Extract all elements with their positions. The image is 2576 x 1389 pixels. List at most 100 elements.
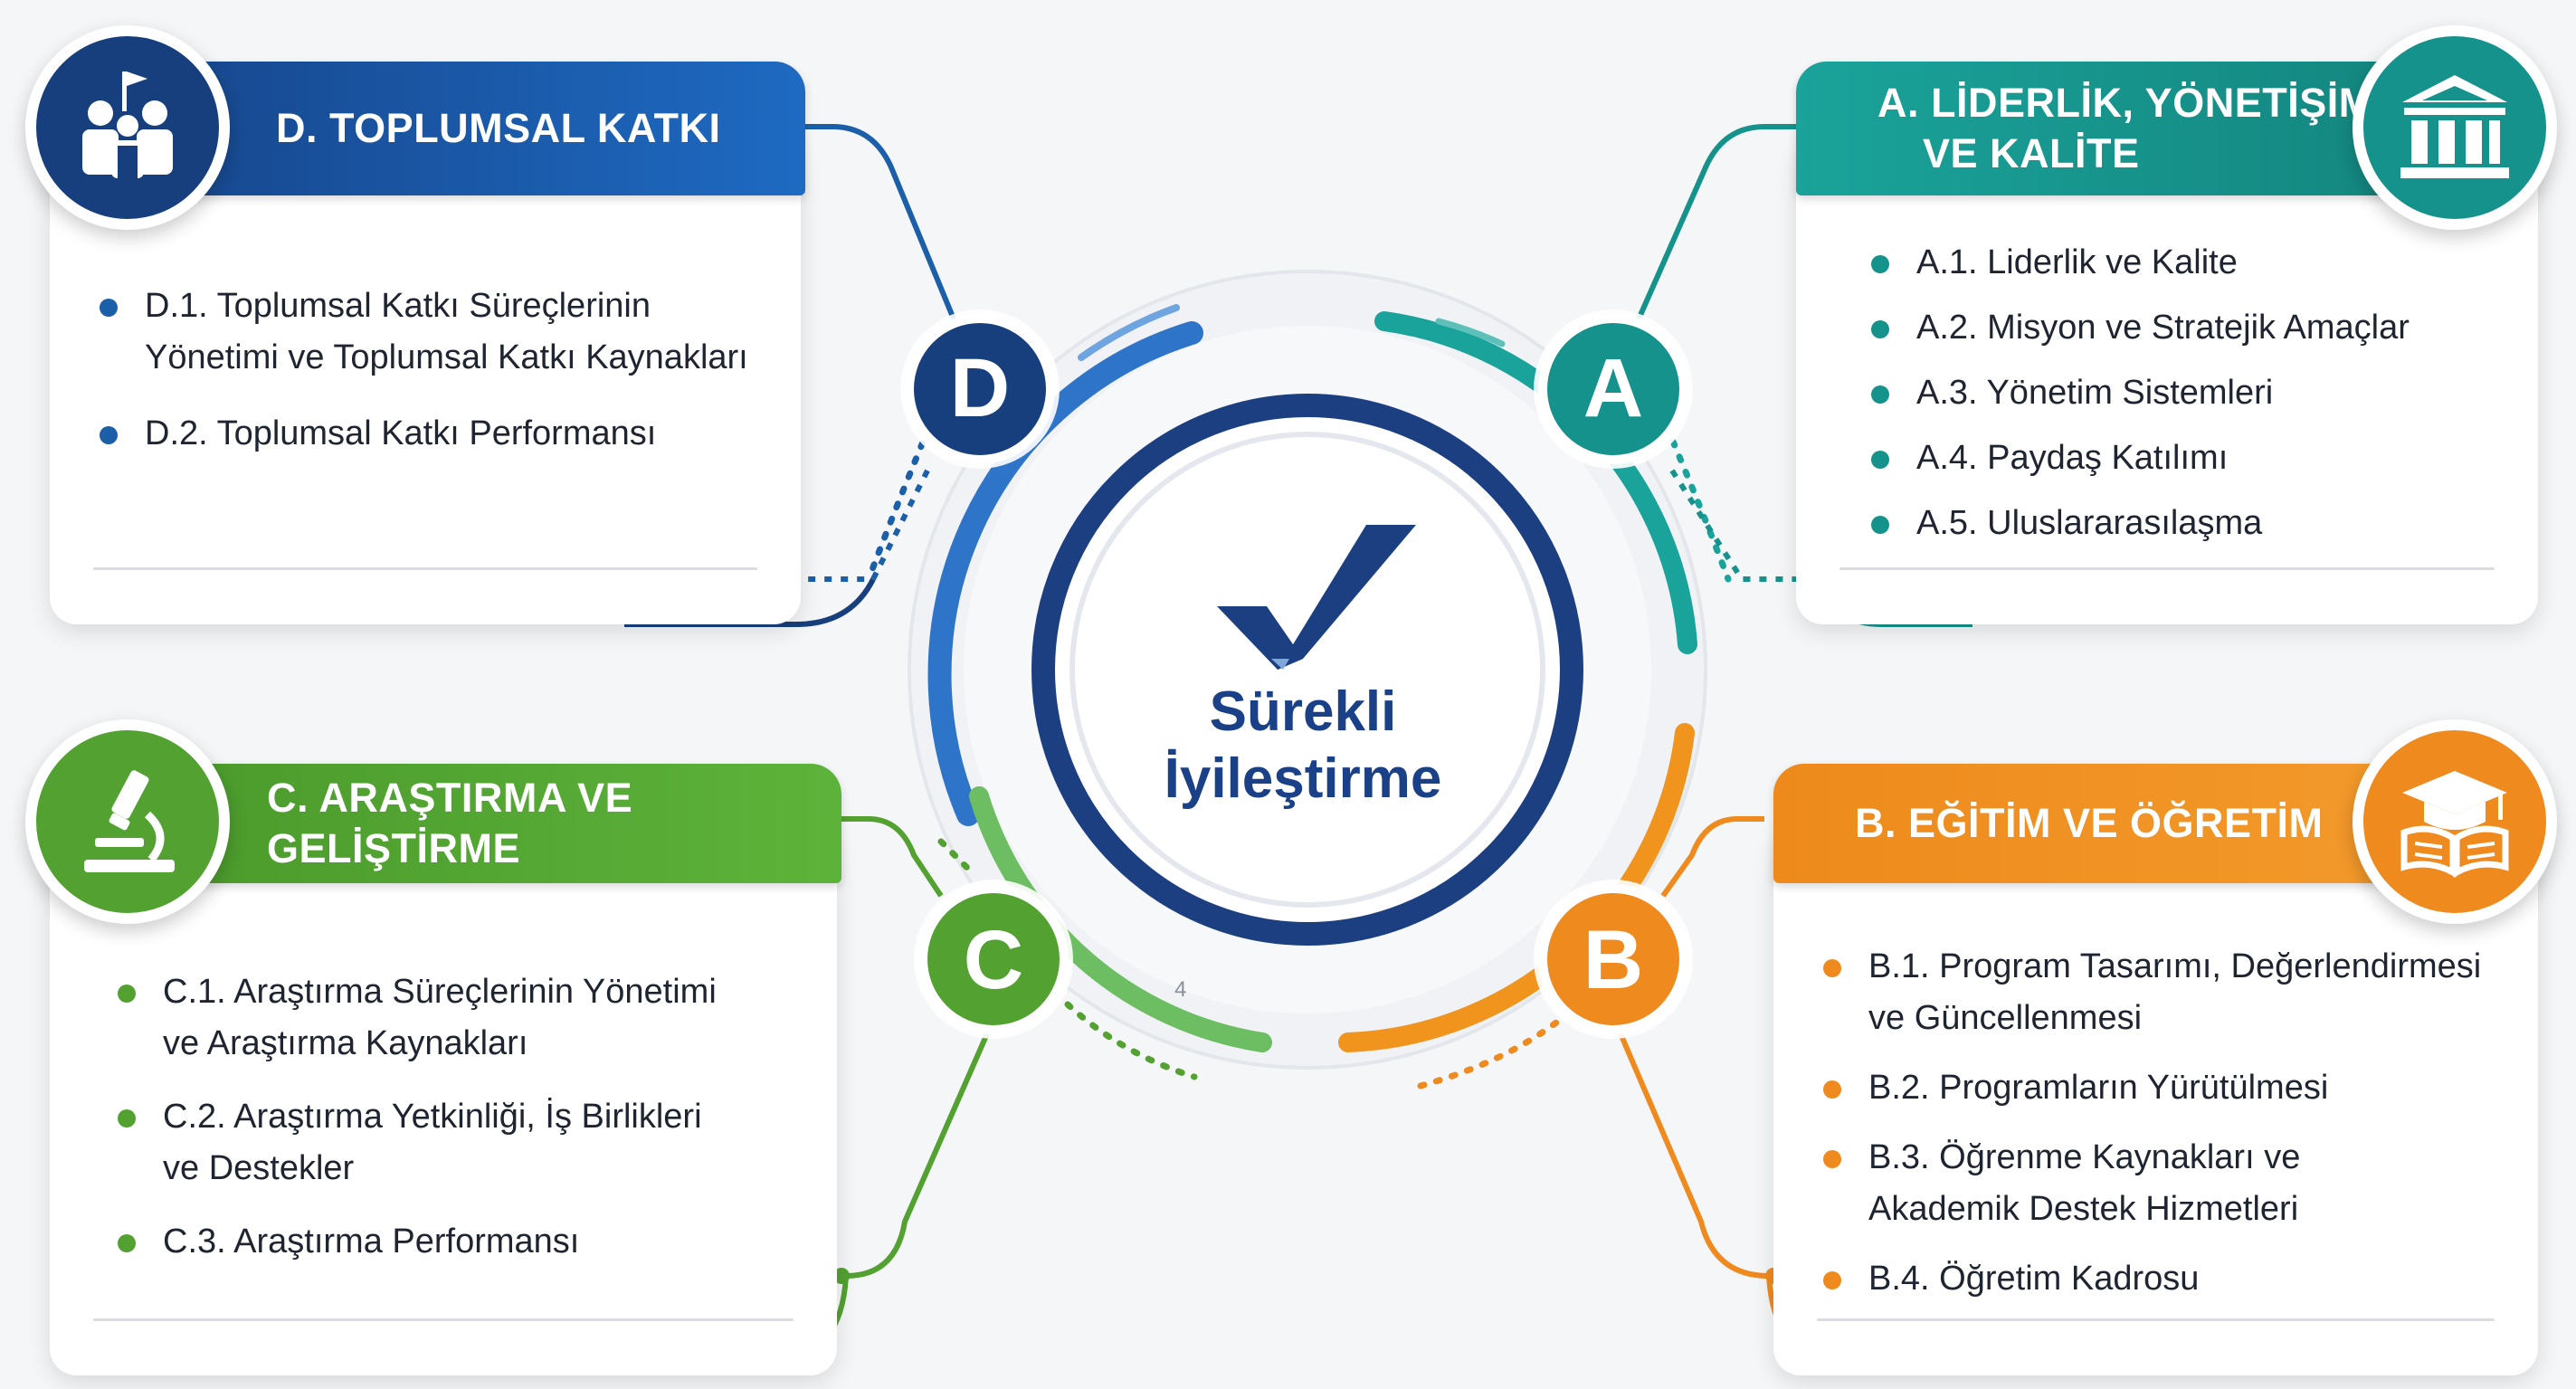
card-c-divider (93, 1318, 794, 1321)
bullet-icon (118, 985, 136, 1003)
item-text-line2: ve Araştırma Kaynakları (163, 1024, 528, 1062)
card-d-divider (93, 567, 757, 570)
item-text-line1: C.1. Araştırma Süreçlerinin Yönetimi (163, 973, 717, 1011)
item-text-line2: Yönetimi ve Toplumsal Katkı Kaynakları (145, 338, 748, 376)
connector-d-bottom (792, 469, 930, 582)
list-item: A.5. Uluslararasılaşma (1871, 498, 2505, 549)
item-text-line2: Akademik Destek Hizmetleri (1868, 1190, 2299, 1228)
letter-a: A (1583, 342, 1643, 434)
arc-a-thin (1435, 318, 1506, 347)
list-item: B.4. Öğretim Kadrosu (1823, 1253, 2538, 1305)
center-title-line1: Sürekli (1209, 680, 1397, 743)
microscope-icon (84, 770, 175, 872)
item-text-line1: A.2. Misyon ve Stratejik Amaçlar (1916, 309, 2410, 347)
connector-a-top (1635, 124, 1819, 323)
banner-d: D. TOPLUMSAL KATKI (154, 62, 805, 195)
item-text-line1: A.4. Paydaş Katılımı (1916, 439, 2229, 477)
arc-d-blue (927, 321, 1203, 826)
card-a-divider (1839, 567, 2495, 570)
center-title: Sürekli İyileştirme (1122, 679, 1484, 813)
item-text-line1: C.2. Araştırma Yetkinliği, İş Birlikleri (163, 1098, 702, 1136)
icon-badge-a (2353, 25, 2557, 230)
center-title-line2: İyileştirme (1164, 747, 1442, 810)
bullet-icon (1823, 1150, 1841, 1168)
card-b-divider (1817, 1318, 2495, 1321)
connector-b-top (1660, 816, 1764, 898)
letter-circle-c (914, 880, 1073, 1039)
item-text-line1: A.5. Uluslararasılaşma (1916, 504, 2263, 542)
item-text-line1: B.4. Öğretim Kadrosu (1868, 1260, 2200, 1298)
item-text-line1: A.1. Liderlik ve Kalite (1916, 243, 2238, 281)
icon-badge-b (2353, 719, 2557, 924)
list-item: A.4. Paydaş Katılımı (1871, 433, 2505, 484)
letter-c: C (964, 914, 1023, 1006)
bullet-icon (100, 426, 118, 444)
list-item: B.3. Öğrenme Kaynakları ve Akademik Deste… (1823, 1132, 2538, 1235)
card-b-egitim (1773, 823, 2538, 1375)
bullet-icon (1823, 959, 1841, 977)
node-c (833, 1268, 850, 1284)
banner-b: B. EĞİTİM VE ÖĞRETİM (1773, 764, 2443, 883)
banner-d-title: D. TOPLUMSAL KATKI (276, 105, 721, 151)
letter-circle-d (900, 309, 1060, 469)
list-item: C.3. Araştırma Performansı (118, 1216, 823, 1268)
item-text-line2: ve Güncellenmesi (1868, 999, 2143, 1037)
icon-badge-c (25, 719, 230, 924)
letter-d: D (950, 342, 1010, 434)
item-text-line1: B.2. Programların Yürütülmesi (1868, 1069, 2329, 1107)
connector-c-bottom (841, 1030, 991, 1279)
banner-c-title: C. ARAŞTIRMA VE GELİŞTİRME (267, 775, 633, 871)
icon-badge-d (25, 25, 230, 230)
item-text-line1: D.1. Toplumsal Katkı Süreçlerinin (145, 287, 651, 325)
connector-c-top (841, 816, 944, 898)
institution-building-icon (2400, 75, 2509, 178)
connector-b-bottom (1617, 1030, 1773, 1279)
page-number: 4 (1174, 977, 1187, 1002)
item-text-line1: A.3. Yönetim Sistemleri (1916, 374, 2274, 412)
community-people-flag-icon (82, 71, 173, 178)
center-inner-shadow (1069, 432, 1545, 908)
bullet-icon (118, 1234, 136, 1252)
list-item: A.3. Yönetim Sistemleri (1871, 367, 2505, 419)
list-item: A.2. Misyon ve Stratejik Amaçlar (1871, 302, 2505, 354)
dots-c2 (937, 838, 976, 877)
item-text-line1: C.3. Araştırma Performansı (163, 1223, 580, 1261)
list-item: B.2. Programların Yürütülmesi (1823, 1062, 2538, 1114)
bullet-icon (1871, 320, 1889, 338)
checkmark-logo-icon (1217, 525, 1416, 670)
bullet-icon (1823, 1080, 1841, 1099)
bullet-icon (100, 299, 118, 317)
dots-c (1064, 1001, 1198, 1080)
dots-b (1417, 1019, 1560, 1089)
banner-a-title-line1: A. LİDERLİK, YÖNETİŞİM (1877, 80, 2373, 126)
banner-b-title: B. EĞİTİM VE ÖĞRETİM (1855, 800, 2324, 846)
arc-d-thin (1078, 304, 1180, 361)
banner-c: C. ARAŞTIRMA VE GELİŞTİRME (154, 764, 841, 883)
list-c: C.1. Araştırma Süreçlerinin Yönetimi ve A… (118, 966, 823, 1289)
list-a: A.1. Liderlik ve Kalite A.2. Misyon ve S… (1871, 237, 2505, 563)
item-text-line1: B.3. Öğrenme Kaynakları ve (1868, 1138, 2301, 1176)
arc-c-green (969, 786, 1272, 1052)
card-c-arastirma (50, 823, 837, 1375)
connector-d-top (787, 124, 957, 323)
letter-b: B (1583, 914, 1643, 1006)
banner-a-title-line2: VE KALİTE (1923, 130, 2140, 176)
bullet-icon (1871, 255, 1889, 273)
list-item: A.1. Liderlik ve Kalite (1871, 237, 2505, 289)
graduation-cap-book-icon (2400, 771, 2509, 878)
bullet-icon (118, 1109, 136, 1127)
item-text-line2: ve Destekler (163, 1149, 355, 1187)
list-item: C.2. Araştırma Yetkinliği, İş Birlikleri… (118, 1091, 823, 1194)
bullet-icon (1871, 451, 1889, 469)
bullet-icon (1823, 1271, 1841, 1289)
dots-a (1657, 408, 1732, 583)
bullet-icon (1871, 516, 1889, 534)
connector-d-under (624, 577, 876, 627)
